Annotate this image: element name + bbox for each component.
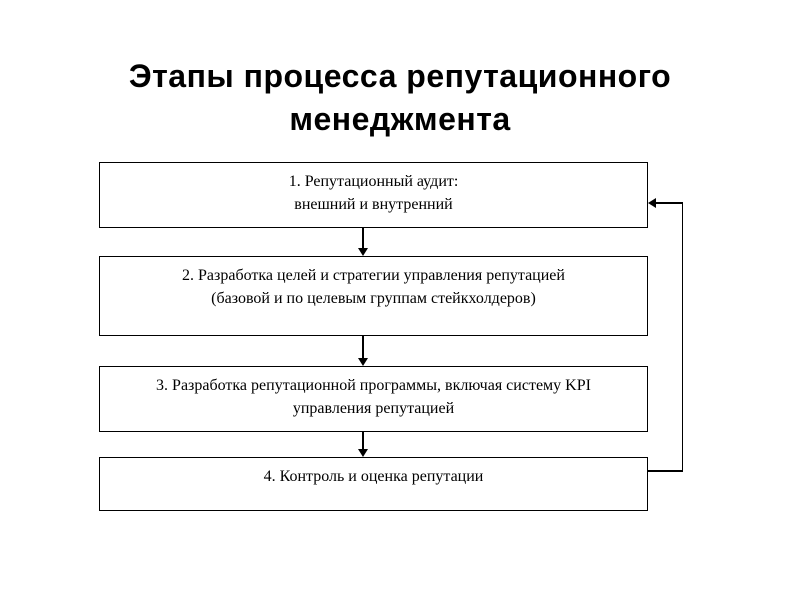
box-4-text-line-1: 4. Контроль и оценка репутации (263, 468, 484, 485)
page-title: Этапы процесса репутационного менеджмент… (0, 55, 800, 141)
arrow-down-icon (358, 358, 368, 366)
arrow-left-icon (648, 198, 656, 208)
connector-1-2-line (362, 228, 364, 248)
connector-3-4-line (362, 432, 364, 449)
box-2-text-line-1: 2. Разработка целей и стратегии управлен… (182, 267, 565, 284)
process-box-3: 3. Разработка репутационной программы, в… (99, 366, 648, 432)
box-1-text-line-2: внешний и внутренний (294, 196, 453, 213)
connector-2-3-line (362, 336, 364, 358)
process-box-4: 4. Контроль и оценка репутации (99, 457, 648, 511)
feedback-loop-top-segment (655, 202, 682, 204)
box-3-text-line-1: 3. Разработка репутационной программы, в… (156, 377, 591, 394)
box-2-text-line-2: (базовой и по целевым группам стейкхолде… (211, 290, 536, 307)
process-box-1: 1. Репутационный аудит: внешний и внутре… (99, 162, 648, 228)
title-line-1: Этапы процесса репутационного (128, 58, 672, 95)
arrow-down-icon (358, 449, 368, 457)
process-box-2: 2. Разработка целей и стратегии управлен… (99, 256, 648, 336)
feedback-loop-vertical-segment (681, 202, 683, 472)
arrow-down-icon (358, 248, 368, 256)
title-line-2: менеджмента (289, 101, 511, 138)
feedback-loop-bottom-segment (647, 470, 683, 472)
box-3-text-line-2: управления репутацией (292, 400, 455, 417)
box-1-text-line-1: 1. Репутационный аудит: (288, 173, 459, 190)
